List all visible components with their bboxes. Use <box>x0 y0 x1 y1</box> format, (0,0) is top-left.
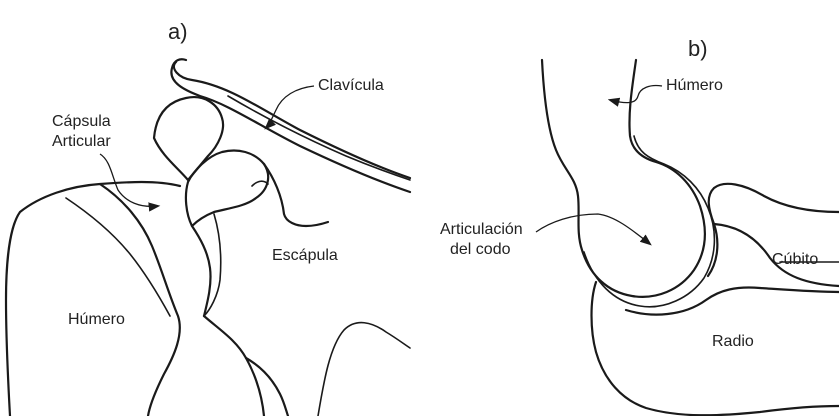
arrow-humerus-b <box>610 85 662 102</box>
panel-b-letter: b) <box>688 36 708 61</box>
coracoid-outline <box>186 151 268 227</box>
label-humerus-a: Húmero <box>68 311 125 328</box>
arrow-capsule <box>100 154 158 206</box>
scapula-lower-curve <box>318 323 410 416</box>
label-ulna: Cúbito <box>772 251 818 268</box>
panel-b-elbow: b) Húmero Articulación del codo Cúbito R… <box>440 36 839 415</box>
scapula-neck-left <box>204 316 264 416</box>
label-scapula: Escápula <box>272 247 338 264</box>
acromion-outline <box>154 97 223 180</box>
label-capsule-line1: Cápsula <box>52 113 111 130</box>
glenoid-line <box>192 226 211 316</box>
label-capsule-line2: Articular <box>52 133 111 150</box>
panel-a-shoulder: a) Clavícula Cápsula Articular Escápula … <box>6 19 410 416</box>
label-humerus-b: Húmero <box>666 77 723 94</box>
humerus-b-outline <box>542 60 705 297</box>
label-joint-line1: Articulación <box>440 221 523 238</box>
humerus-cartilage <box>584 136 714 307</box>
arrow-joint <box>536 214 650 244</box>
humerus-growth-line <box>66 198 170 316</box>
label-clavicle: Clavícula <box>318 77 384 94</box>
label-radius: Radio <box>712 333 754 350</box>
panel-a-letter: a) <box>168 19 188 44</box>
scapula-neck-right <box>246 358 288 416</box>
label-joint-line2: del codo <box>450 241 511 258</box>
ulna-outline <box>708 184 839 286</box>
scapula-spine-edge <box>264 164 328 226</box>
